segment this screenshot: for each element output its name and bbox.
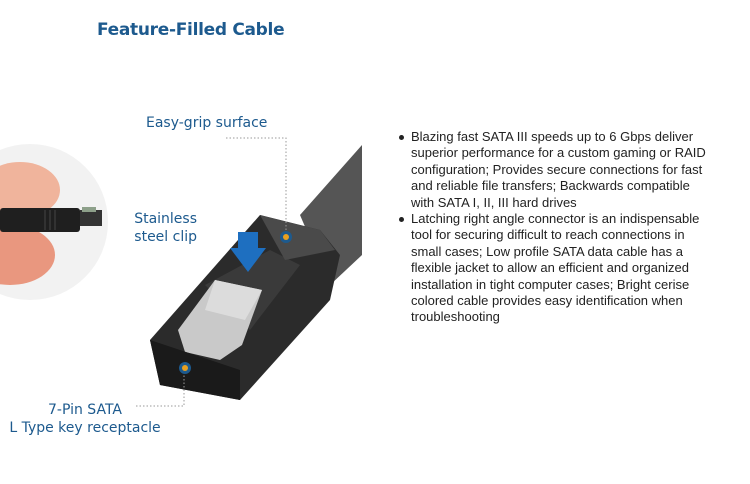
callout-easy-grip: Easy-grip surface [146, 115, 268, 131]
callout-sata-receptacle: 7-Pin SATA L Type key receptacle [9, 401, 161, 437]
callout-dot-icon [280, 231, 292, 243]
page-title: Feature-Filled Cable [97, 20, 285, 40]
feature-list: Blazing fast SATA III speeds up to 6 Gbp… [399, 129, 709, 326]
callout-steel-clip: Stainless steel clip [131, 210, 197, 246]
hand-holding-connector-image [0, 144, 108, 300]
arrow-down-icon [230, 232, 266, 272]
callout-sata-line2: L Type key receptacle [9, 420, 161, 436]
callout-steel-clip-line1: Stainless [134, 211, 197, 227]
callout-steel-clip-line2: steel clip [134, 229, 197, 245]
feature-item: Blazing fast SATA III speeds up to 6 Gbp… [399, 129, 709, 211]
callout-sata-line1: 7-Pin SATA [48, 402, 122, 418]
callout-dot-icon [179, 362, 191, 374]
feature-item: Latching right angle connector is an ind… [399, 211, 709, 326]
sata-cable-product-image [0, 137, 362, 407]
